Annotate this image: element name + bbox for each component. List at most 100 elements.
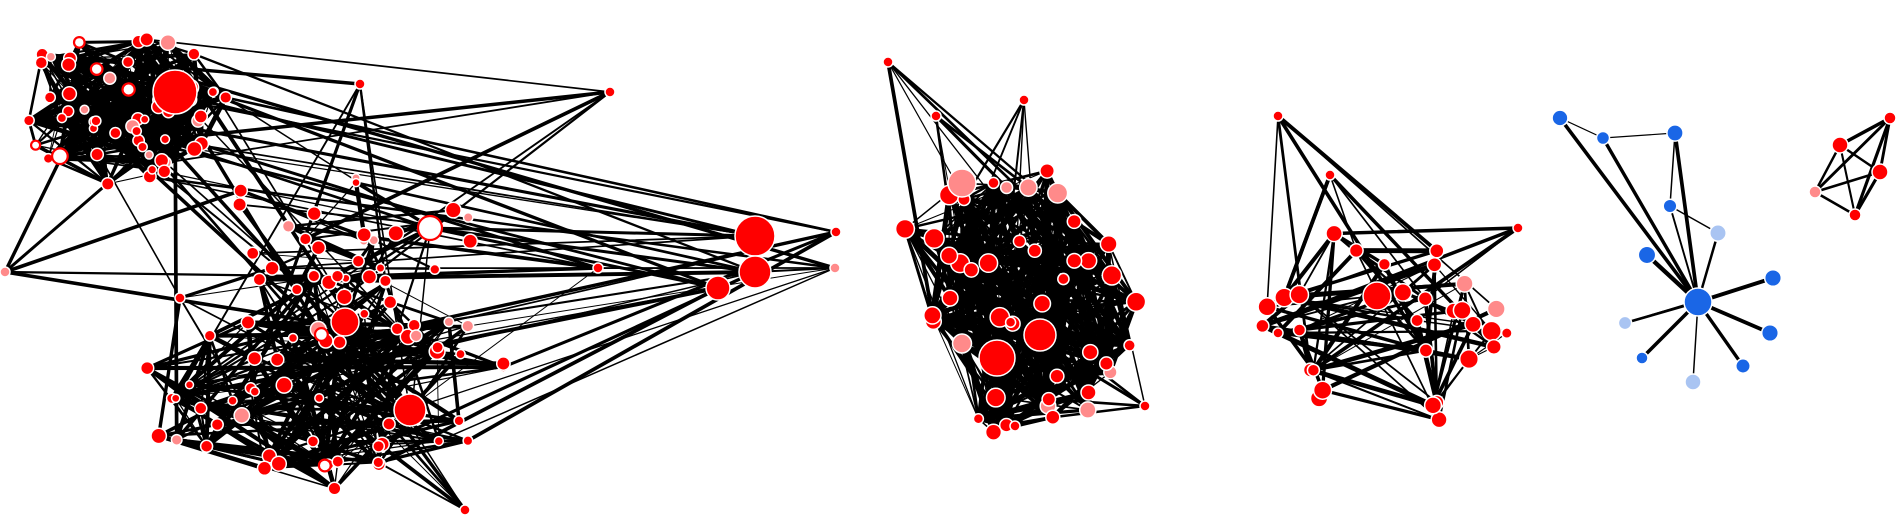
- network-1-node: [383, 295, 398, 310]
- network-2: [882, 56, 1151, 441]
- network-1-node: [147, 164, 158, 175]
- network-1-edge: [428, 226, 720, 290]
- network-4-edge: [1558, 116, 1700, 304]
- network-2-edge: [932, 99, 1025, 323]
- network-2-edge: [931, 254, 951, 317]
- network-1-node: [332, 335, 347, 350]
- network-5-node: [1871, 163, 1889, 181]
- network-2-node: [951, 333, 973, 354]
- network-1-edge: [164, 161, 346, 323]
- network-1-node: [462, 211, 474, 223]
- network-1-edge: [199, 406, 412, 412]
- network-5-edge: [1813, 190, 1857, 217]
- network-1-edge: [322, 345, 440, 468]
- network-1-edge: [344, 277, 399, 331]
- network-4-node: [1617, 315, 1633, 331]
- network-1-edge: [317, 396, 467, 512]
- network-2-node: [1012, 234, 1027, 249]
- network-2-edge: [1005, 186, 1054, 419]
- network-3-edge: [1320, 388, 1441, 422]
- network-1-node: [270, 455, 288, 472]
- network-2-node: [939, 246, 959, 265]
- network-1-node: [174, 292, 186, 304]
- network-3-node: [1410, 313, 1424, 328]
- network-1-node: [264, 260, 280, 276]
- network-1-edge: [170, 91, 611, 400]
- network-1-edge: [135, 129, 432, 230]
- network-4-edge: [1669, 205, 1699, 303]
- network-1-edge: [95, 145, 144, 156]
- network-3: [1255, 110, 1524, 429]
- network-1-node: [207, 86, 219, 98]
- network-1-node: [139, 31, 155, 47]
- network-1-node: [45, 51, 57, 62]
- network-1-node: [393, 393, 427, 427]
- network-1-node: [152, 69, 198, 115]
- network-3-edge: [1282, 231, 1337, 300]
- network-2-node: [1045, 409, 1061, 425]
- network-3-edge: [1282, 173, 1332, 300]
- network-3-node: [1464, 315, 1482, 334]
- network-3-edge: [1276, 248, 1359, 335]
- network-3-edge: [1311, 226, 1520, 373]
- network-2-node: [1047, 182, 1069, 204]
- network-1-edge: [337, 267, 599, 463]
- network-4-edge: [1602, 132, 1676, 139]
- network-3-node: [1292, 323, 1307, 337]
- network-1-node: [89, 62, 104, 76]
- network-3-edge: [1329, 174, 1427, 300]
- network-2-edge: [1013, 350, 1092, 428]
- network-3-node: [1393, 283, 1413, 302]
- network-1-node: [109, 126, 122, 140]
- network-1-edge: [145, 38, 611, 93]
- network-1-node: [443, 316, 455, 328]
- network-3-node: [1272, 110, 1284, 122]
- network-4-node: [1763, 268, 1783, 288]
- network-1-node: [459, 504, 471, 516]
- network-1-node: [210, 417, 224, 432]
- network-1-edge: [68, 56, 362, 86]
- network-2-node: [941, 289, 959, 307]
- network-5-node: [1848, 208, 1862, 222]
- network-1-edge: [156, 296, 182, 438]
- network-1-node: [359, 308, 370, 320]
- network-1-edge: [377, 461, 466, 511]
- network-1: [0, 31, 842, 516]
- network-3-node: [1325, 224, 1343, 243]
- network-1-node: [604, 86, 616, 98]
- network-1-edge: [466, 230, 838, 443]
- network-2-node: [1081, 343, 1099, 361]
- network-1-node: [495, 356, 511, 372]
- network-1-node: [194, 401, 208, 416]
- network-1-node: [306, 205, 322, 222]
- network-1-node: [351, 177, 361, 188]
- network-1-edge: [252, 356, 328, 468]
- network-2-node: [882, 56, 894, 68]
- network-1-edge: [82, 107, 168, 142]
- network-4-node: [1666, 124, 1684, 142]
- network-3-node: [1481, 320, 1502, 342]
- network-1-edge: [187, 383, 253, 390]
- network-2-edge: [904, 228, 934, 317]
- network-3-node: [1429, 243, 1445, 259]
- network-2-node: [930, 110, 942, 122]
- network-1-edge: [428, 226, 757, 238]
- network-5: [1808, 111, 1897, 222]
- network-2-edge: [976, 374, 1059, 421]
- network-2-edge: [998, 99, 1025, 319]
- network-1-node: [249, 386, 261, 397]
- network-1-node: [290, 283, 303, 296]
- network-4: [1551, 109, 1783, 391]
- network-1-edge: [174, 226, 432, 400]
- network-2-node: [1057, 272, 1070, 286]
- network-1-edge: [303, 90, 612, 241]
- network-3-edge: [1329, 174, 1358, 252]
- network-1-node: [416, 214, 444, 242]
- network-2-edge: [1032, 248, 1109, 366]
- network-2-edge: [999, 186, 1030, 318]
- network-2-node: [1023, 318, 1057, 352]
- network-1-edge: [148, 175, 837, 270]
- network-1-node: [317, 458, 332, 473]
- network-2-node: [1018, 178, 1038, 197]
- network-3-edge: [1298, 232, 1335, 296]
